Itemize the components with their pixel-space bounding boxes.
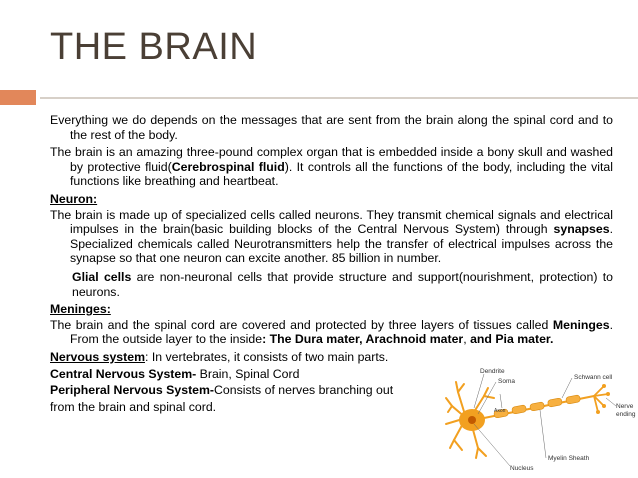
cerebrospinal-fluid-term: Cerebrospinal fluid bbox=[171, 159, 285, 174]
paragraph-meninges: The brain and the spinal cord are covere… bbox=[50, 317, 613, 347]
nervous-system-line: Nervous system: In vertebrates, it consi… bbox=[50, 349, 389, 364]
synapses-term: synapses bbox=[553, 222, 610, 237]
pns-line-continued: from the brain and spinal cord. bbox=[50, 399, 217, 414]
neuron-diagram: Dendrite Soma Axon Schwann cell Nerve en… bbox=[445, 368, 636, 472]
paragraph-messages: Everything we do depends on the messages… bbox=[50, 113, 613, 142]
nucleus-mark bbox=[468, 416, 476, 424]
label-myelin-sheath: Myelin Sheath bbox=[548, 455, 590, 462]
neuron-heading: Neuron: bbox=[50, 191, 98, 206]
title-accent-bar bbox=[0, 90, 36, 105]
label-nerve-ending-2: ending bbox=[616, 411, 636, 418]
label-soma: Soma bbox=[498, 378, 515, 385]
label-schwann-cell: Schwann cell bbox=[574, 374, 613, 381]
paragraph-neurons: The brain is made up of specialized cell… bbox=[50, 207, 613, 266]
glial-cells-term: Glial cells bbox=[72, 269, 132, 284]
title-divider bbox=[40, 97, 638, 99]
cns-line: Central Nervous System- Brain, Spinal Co… bbox=[50, 366, 300, 381]
paragraph-glial-cells: Glial cells are non-neuronal cells that … bbox=[72, 269, 613, 299]
label-nerve-ending-1: Nerve bbox=[616, 403, 634, 410]
slide-title: THE BRAIN bbox=[50, 26, 258, 68]
slide-body: Everything we do depends on the messages… bbox=[50, 113, 613, 417]
paragraph-brain-organ: The brain is an amazing three-pound comp… bbox=[50, 145, 613, 189]
meninges-heading: Meninges: bbox=[50, 302, 111, 317]
label-axon: Axon bbox=[494, 408, 506, 414]
pns-line: Peripheral Nervous System-Consists of ne… bbox=[50, 383, 394, 398]
label-dendrite: Dendrite bbox=[480, 368, 505, 375]
label-nucleus: Nucleus bbox=[510, 465, 534, 472]
